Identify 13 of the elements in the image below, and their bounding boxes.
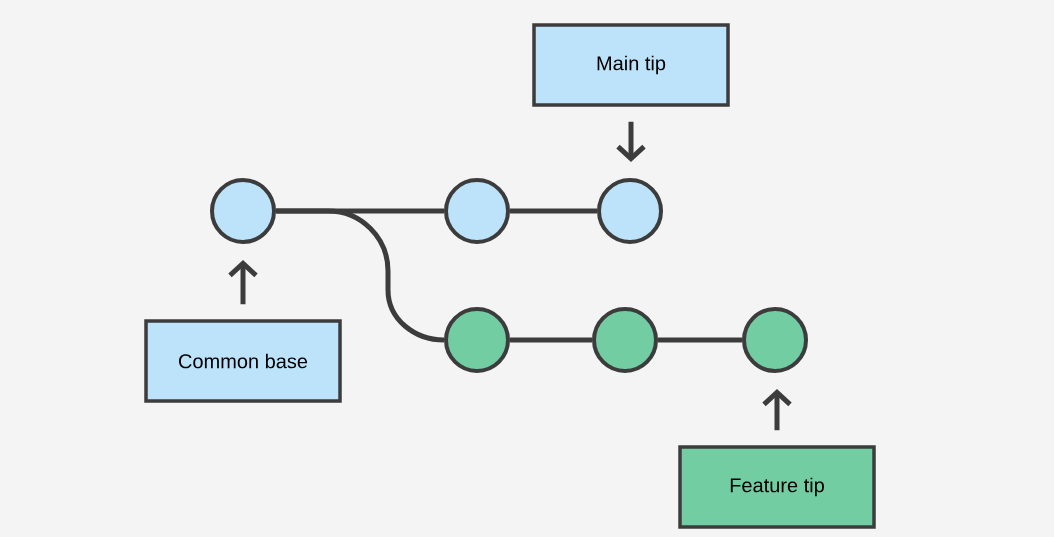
label-box: Feature tip [678, 445, 876, 529]
connector-line [510, 337, 592, 343]
label-box: Common base [144, 319, 342, 403]
connector-line [510, 208, 597, 214]
commit-circle [444, 178, 510, 244]
commit-circle [742, 307, 808, 373]
label-box: Main tip [532, 23, 730, 107]
commit-circle [597, 178, 663, 244]
commit-circle [210, 178, 276, 244]
commit-circle [444, 307, 510, 373]
connector-line [658, 337, 742, 343]
commit-circle [592, 307, 658, 373]
branch-line [276, 208, 445, 343]
